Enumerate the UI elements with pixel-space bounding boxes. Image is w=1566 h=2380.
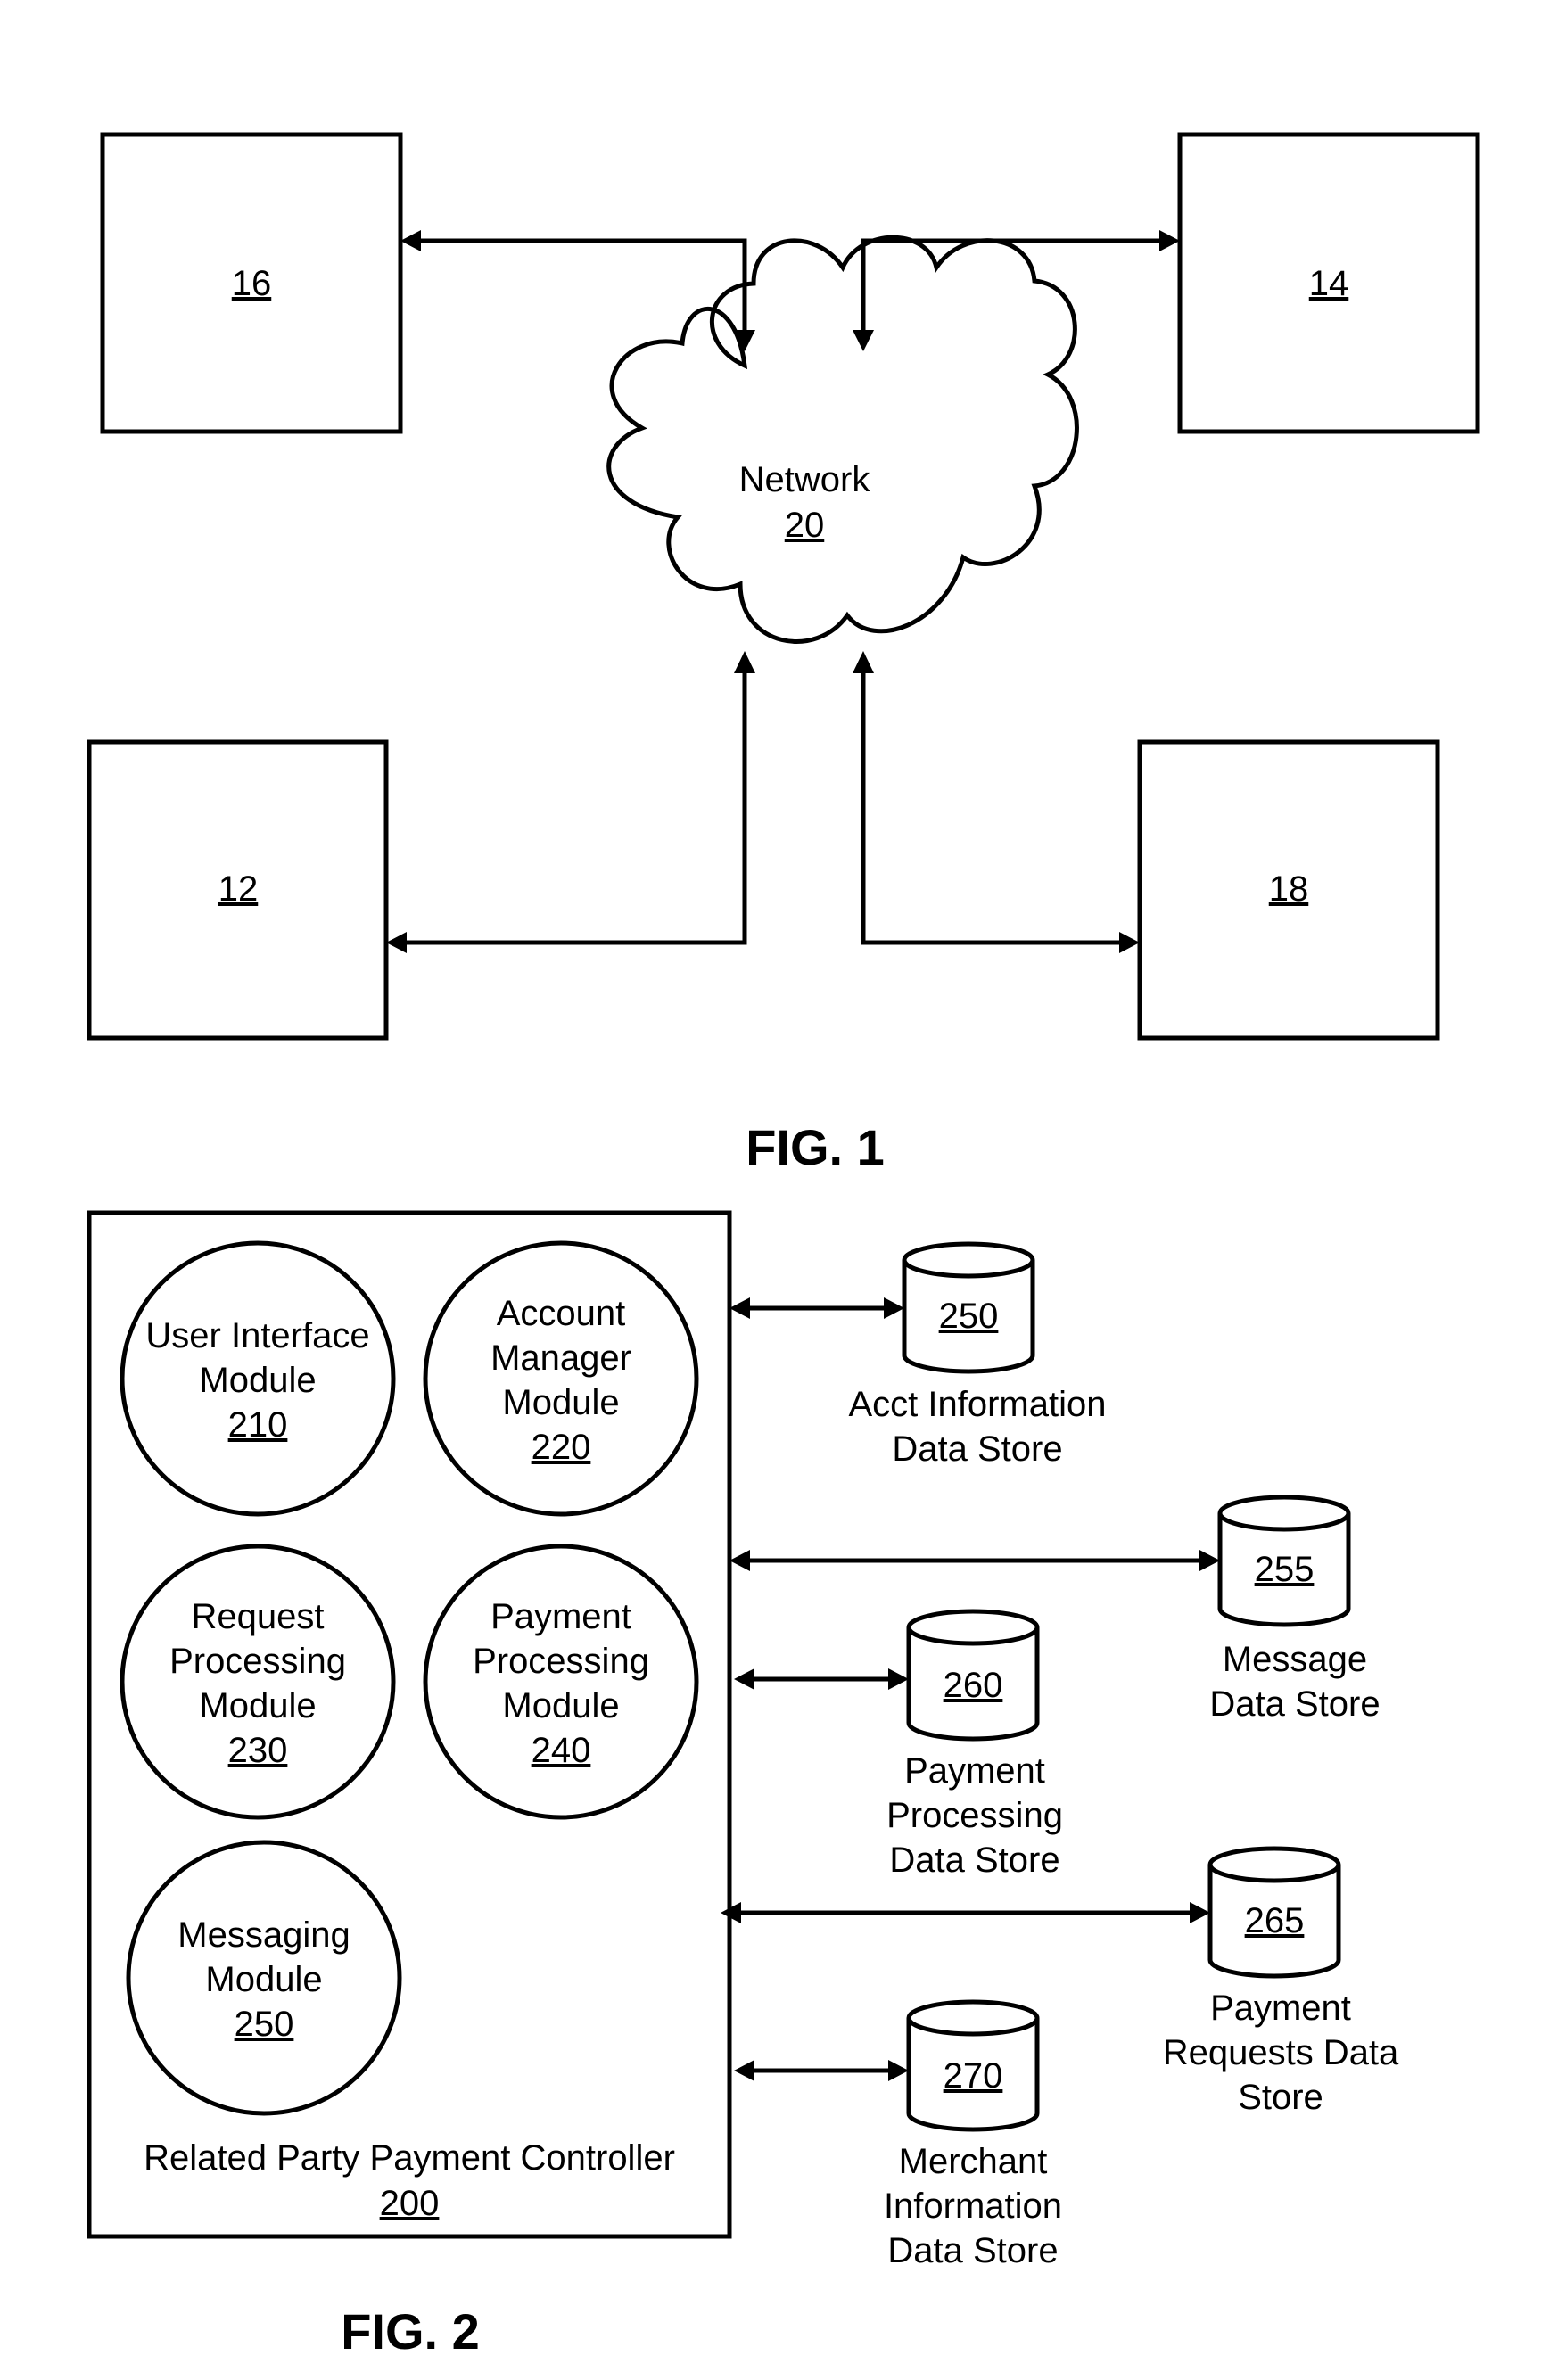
figure-2-caption: FIG. 2 — [341, 2303, 480, 2359]
box-12: 12 — [89, 742, 386, 1038]
figure-1-caption: FIG. 1 — [746, 1119, 885, 1175]
module-line: Module — [502, 1383, 619, 1422]
data-store-255: 255 Message Data Store — [1209, 1497, 1380, 1724]
module-messaging: Messaging Module 250 — [128, 1842, 400, 2113]
module-line: Manager — [490, 1338, 631, 1378]
box-18: 18 — [1140, 742, 1438, 1038]
module-line: Payment — [490, 1597, 631, 1636]
box-16: 16 — [103, 135, 400, 432]
data-store-label: Data Store — [892, 1429, 1062, 1469]
connector-controller-265 — [721, 1902, 1210, 1923]
data-store-label: Store — [1238, 2078, 1323, 2117]
module-account-manager: Account Manager Module 220 — [425, 1243, 696, 1514]
module-line: Module — [199, 1361, 316, 1400]
network-label: Network — [739, 460, 871, 499]
data-store-ref: 270 — [944, 2056, 1003, 2096]
box-14-label: 14 — [1309, 264, 1349, 303]
module-ref: 250 — [235, 2005, 294, 2044]
module-line: Module — [205, 1960, 322, 1999]
module-line: Processing — [473, 1642, 649, 1681]
data-store-250: 250 Acct Information Data Store — [848, 1244, 1106, 1469]
module-ref: 220 — [532, 1428, 591, 1467]
data-store-label: Processing — [886, 1796, 1063, 1835]
module-request-processing: Request Processing Module 230 — [122, 1546, 393, 1817]
data-store-ref: 260 — [944, 1666, 1003, 1705]
module-line: User Interface — [145, 1316, 369, 1355]
connector-controller-270 — [734, 2060, 909, 2081]
module-line: Processing — [169, 1642, 346, 1681]
controller-ref: 200 — [380, 2184, 440, 2223]
connector-controller-250 — [729, 1297, 904, 1319]
data-store-ref: 255 — [1255, 1550, 1315, 1589]
data-store-ref: 265 — [1245, 1901, 1305, 1940]
data-store-label: Merchant — [899, 2142, 1048, 2181]
data-store-265: 265 Payment Requests Data Store — [1163, 1849, 1399, 2117]
network-ref: 20 — [785, 506, 825, 545]
network-cloud: Network 20 — [609, 237, 1077, 641]
connector-12-network — [386, 651, 755, 953]
module-line: Account — [497, 1294, 626, 1333]
module-ref: 230 — [228, 1731, 288, 1770]
box-18-label: 18 — [1269, 869, 1309, 909]
module-payment-processing: Payment Processing Module 240 — [425, 1546, 696, 1817]
data-store-label: Data Store — [1209, 1684, 1380, 1724]
box-12-label: 12 — [218, 869, 259, 909]
data-store-label: Payment — [904, 1751, 1045, 1791]
module-line: Module — [502, 1686, 619, 1725]
data-store-label: Data Store — [889, 1841, 1059, 1880]
data-store-260: 260 Payment Processing Data Store — [886, 1611, 1063, 1880]
connector-18-network — [853, 651, 1140, 953]
data-store-label: Requests Data — [1163, 2033, 1399, 2072]
figure-1: 16 14 12 18 Network 20 — [89, 135, 1478, 1175]
figure-2: Related Party Payment Controller 200 Use… — [89, 1213, 1399, 2359]
connector-controller-260 — [734, 1668, 909, 1690]
module-line: Request — [192, 1597, 325, 1636]
controller-label: Related Party Payment Controller — [144, 2138, 675, 2178]
module-ref: 210 — [228, 1405, 288, 1445]
data-store-label: Message — [1223, 1640, 1367, 1679]
module-line: Messaging — [177, 1915, 350, 1955]
module-line: Module — [199, 1686, 316, 1725]
module-user-interface: User Interface Module 210 — [122, 1243, 393, 1514]
data-store-label: Information — [884, 2186, 1062, 2226]
module-ref: 240 — [532, 1731, 591, 1770]
data-store-label: Acct Information — [848, 1385, 1106, 1424]
connector-controller-255 — [729, 1550, 1220, 1571]
data-store-label: Payment — [1210, 1989, 1351, 2028]
box-16-label: 16 — [232, 264, 272, 303]
data-store-270: 270 Merchant Information Data Store — [884, 2002, 1062, 2270]
data-store-ref: 250 — [939, 1297, 999, 1336]
box-14: 14 — [1180, 135, 1478, 432]
data-store-label: Data Store — [887, 2231, 1058, 2270]
